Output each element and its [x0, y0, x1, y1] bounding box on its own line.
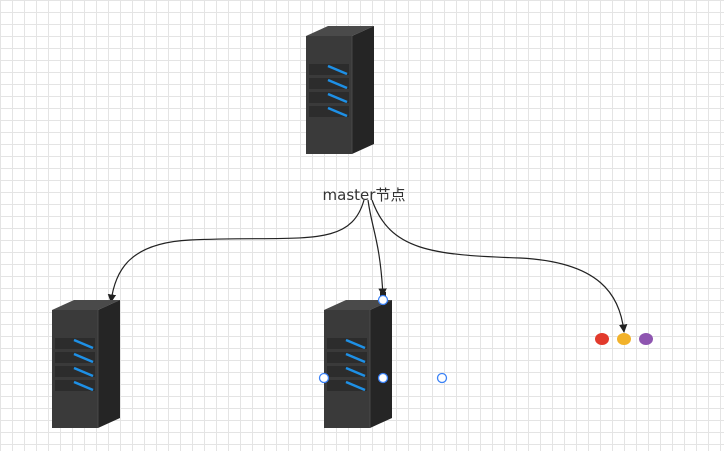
connection-anchor-marker [380, 292, 386, 297]
more-nodes-dots-icon[interactable] [595, 333, 653, 345]
selection-handle-right[interactable] [436, 372, 448, 384]
master-node-label: master节点 [322, 186, 406, 204]
selection-handle-center[interactable] [377, 372, 389, 384]
selection-handle-left[interactable] [318, 372, 330, 384]
edge-master-to-middle-server[interactable] [367, 199, 387, 297]
selection-handle-top[interactable] [377, 294, 389, 306]
worker-server-left-icon[interactable] [50, 298, 122, 430]
edge-master-to-dots[interactable] [371, 199, 628, 333]
master-server-icon[interactable] [304, 24, 376, 156]
edge-master-to-left-server[interactable] [107, 199, 365, 303]
worker-server-middle-icon[interactable] [322, 298, 394, 430]
